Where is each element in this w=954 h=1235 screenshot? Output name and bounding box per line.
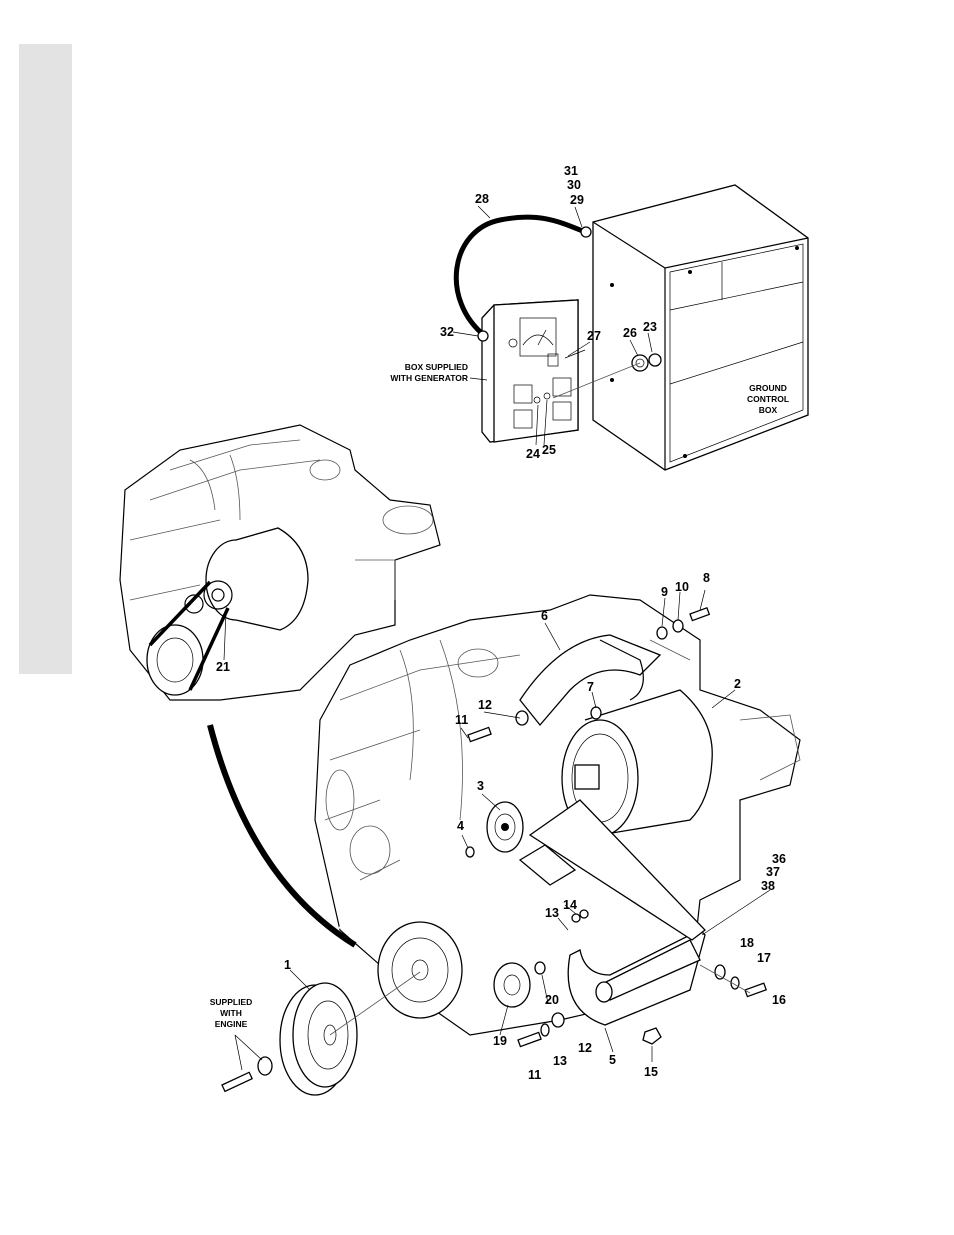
callout-11: 11 [455,713,468,727]
engine-supplied-line3: ENGINE [215,1019,248,1029]
callout-32: 32 [440,325,454,339]
ground-label-line3: BOX [759,405,778,415]
callout-31: 31 [564,164,578,178]
callout-3: 3 [477,779,484,793]
engine-supplied-line1: SUPPLIED [210,997,253,1007]
engine-supplied-line2: WITH [220,1008,242,1018]
callout-28: 28 [475,192,489,206]
callout-4: 4 [457,819,464,833]
ground-label-line2: CONTROL [747,394,789,404]
callout-6: 6 [541,609,548,623]
callout-7: 7 [587,680,594,694]
callout-26: 26 [623,326,637,340]
callout-17: 17 [757,951,771,965]
callout-21: 21 [216,660,230,674]
callout-1: 1 [284,958,291,972]
engine-overview-sketch [120,425,440,700]
callout-37: 37 [766,865,780,879]
callout-20: 20 [545,993,559,1007]
callout-13-lower: 13 [553,1054,567,1068]
callout-5: 5 [609,1053,616,1067]
callout-29: 29 [570,193,584,207]
callout-23: 23 [643,320,657,334]
callout-36: 36 [772,852,786,866]
callout-30: 30 [567,178,581,192]
callout-18: 18 [740,936,754,950]
callout-12: 12 [478,698,492,712]
callout-14: 14 [563,898,577,912]
ground-label-line1: GROUND [749,383,787,393]
callout-10: 10 [675,580,689,594]
callout-16: 16 [772,993,786,1007]
callout-11-lower: 11 [528,1068,541,1082]
engine-main-assembly [315,595,800,1035]
callout-9: 9 [661,585,668,599]
callout-25: 25 [542,443,556,457]
callout-27: 27 [587,329,601,343]
callout-2: 2 [734,677,741,691]
box-supplied-line2: WITH GENERATOR [390,373,468,383]
callout-13: 13 [545,906,559,920]
callout-38: 38 [761,879,775,893]
callout-24: 24 [526,447,540,461]
callout-19: 19 [493,1034,507,1048]
callout-12-lower: 12 [578,1041,592,1055]
box-supplied-line1: BOX SUPPLIED [405,362,468,372]
callout-8: 8 [703,571,710,585]
callout-15: 15 [644,1065,658,1079]
